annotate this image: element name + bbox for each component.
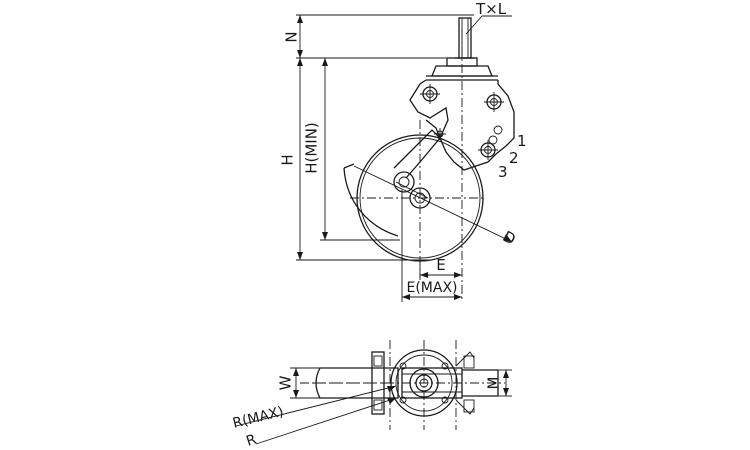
h-label: H <box>279 154 297 165</box>
dimension-m: M <box>485 369 512 397</box>
brake-positions: 1 2 3 <box>498 132 527 181</box>
thread-callout: T×L <box>465 0 512 35</box>
dimension-w: W <box>277 367 320 399</box>
dimension-h-min: H(MIN) <box>303 57 400 241</box>
side-view: N H H(MIN) D <box>279 0 527 302</box>
dimension-r: R(MAX) R <box>231 385 397 450</box>
thread-label: T×L <box>475 0 507 18</box>
dimension-d: D <box>353 165 518 249</box>
d-label: D <box>500 227 518 248</box>
dimension-n: N <box>283 14 474 59</box>
position-1-label: 1 <box>517 132 527 150</box>
m-label: M <box>485 377 503 390</box>
w-label: W <box>277 375 295 390</box>
brake-lever <box>343 119 441 237</box>
h-min-label: H(MIN) <box>303 122 321 174</box>
dimension-e-max: E(MAX) <box>401 190 462 302</box>
threaded-stem <box>455 17 475 59</box>
e-label: E <box>436 256 445 274</box>
position-2-label: 2 <box>509 149 519 167</box>
r-max-label: R(MAX) <box>231 404 285 432</box>
dimension-e: E <box>419 256 462 278</box>
r-label: R <box>244 431 258 449</box>
bolt-set <box>420 84 504 160</box>
position-3-label: 3 <box>498 163 508 181</box>
fork-body <box>409 79 515 171</box>
e-max-label: E(MAX) <box>406 280 457 296</box>
n-label: N <box>283 31 301 42</box>
dimension-h: H <box>279 58 430 261</box>
top-view: W M R(MAX) R <box>231 340 512 450</box>
